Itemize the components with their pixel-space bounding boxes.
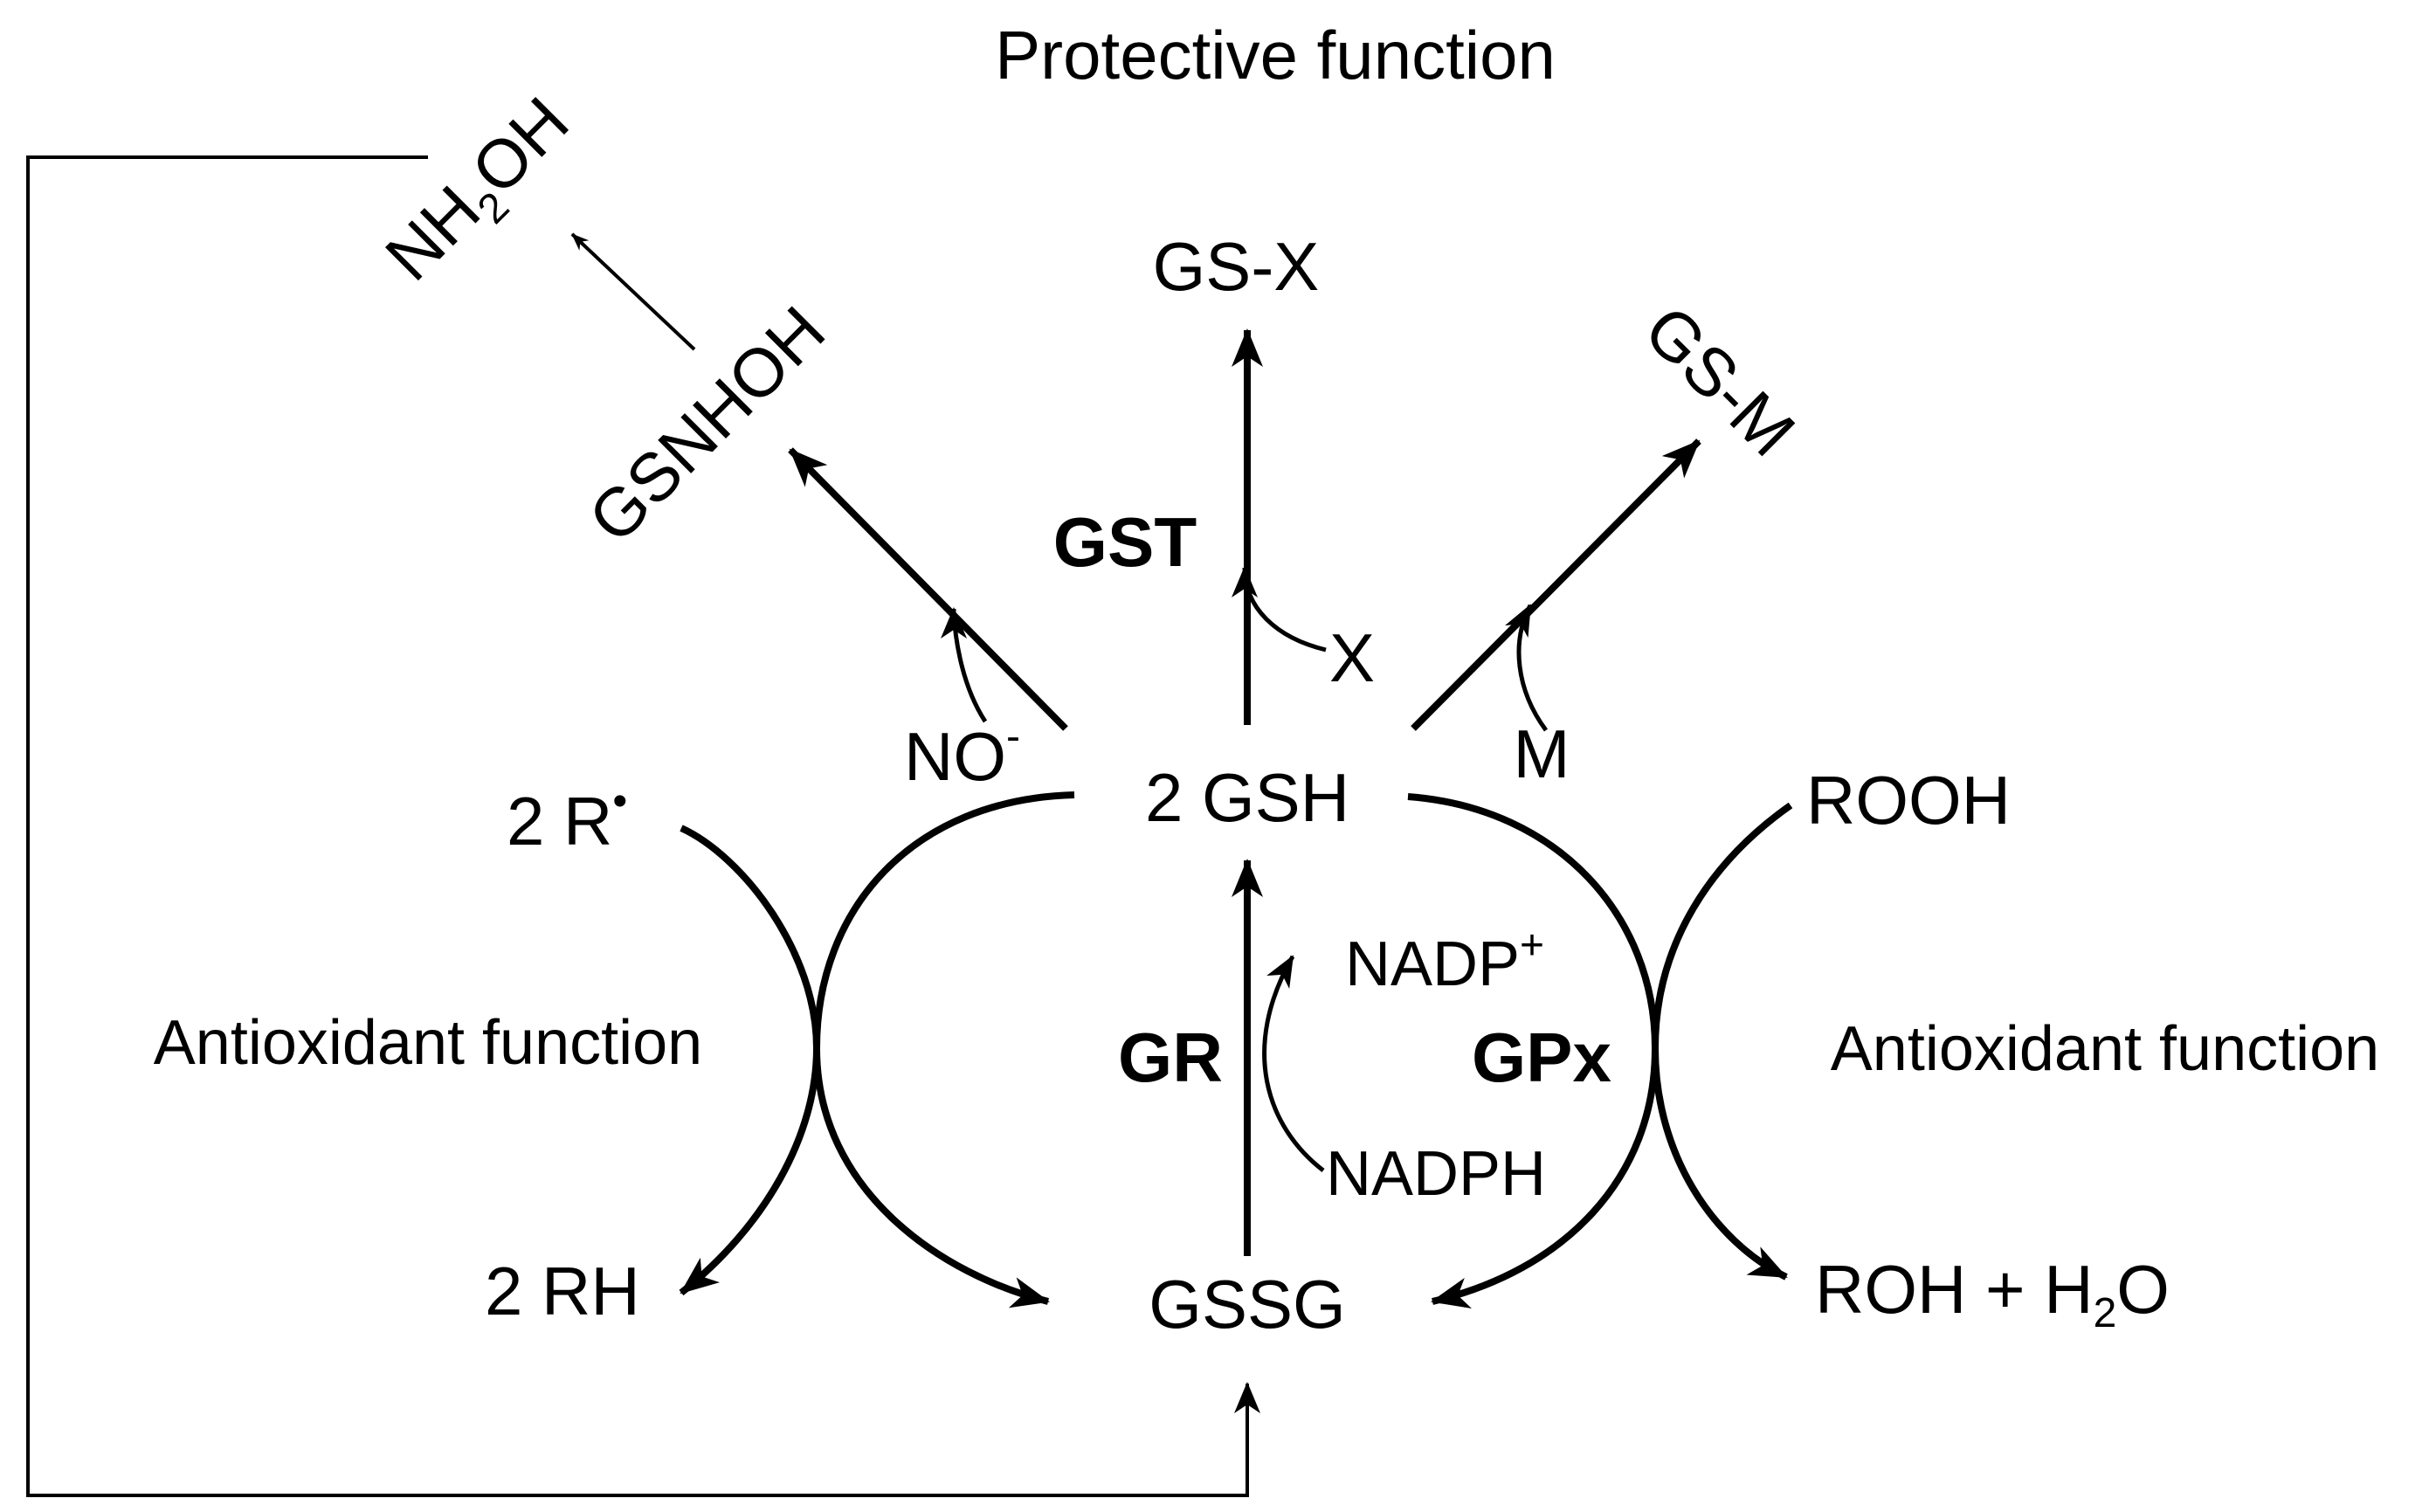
label-nadph: NADPH <box>1326 1139 1546 1209</box>
label-nadp: NADP+ <box>1345 922 1544 999</box>
arc-rooh-to-roh <box>1651 802 1793 1281</box>
label-gsm: GS-M <box>1630 291 1810 471</box>
label-rh: 2 RH <box>485 1253 640 1329</box>
label-rooh: ROOH <box>1806 762 2011 839</box>
feedback-loop <box>26 155 1260 1497</box>
arc-gsh-to-gssg-left <box>812 791 1075 1308</box>
label-gsx: GS-X <box>1153 228 1320 305</box>
label-nh2oh: NH2OH <box>370 82 590 302</box>
label-m: M <box>1514 715 1570 792</box>
arrow-no-input <box>941 607 988 723</box>
label-radical: 2 R• <box>507 778 627 860</box>
label-roh-water: ROH + H2O <box>1815 1251 2170 1336</box>
label-antioxidant-right: Antioxidant function <box>1831 1014 2379 1084</box>
arrow-gsnhoh-to-nh2oh <box>570 232 696 351</box>
arc-radical-to-rh <box>679 825 821 1296</box>
label-antioxidant-left: Antioxidant function <box>154 1008 702 1078</box>
label-x: X <box>1329 619 1375 696</box>
enzyme-gst: GST <box>1053 503 1197 581</box>
label-gssg: GSSG <box>1149 1266 1345 1343</box>
arrow-m-input <box>1504 604 1549 732</box>
enzyme-gr: GR <box>1118 1018 1223 1096</box>
arrow-gsh-to-gsnhoh <box>788 447 1068 731</box>
arrow-gsh-to-gsm <box>1411 438 1701 731</box>
label-gsnhoh: GSNHOH <box>574 292 839 557</box>
arrow-x-input <box>1232 566 1327 652</box>
enzyme-gpx: GPx <box>1472 1018 1611 1096</box>
title-protective-function: Protective function <box>995 17 1556 93</box>
label-no-anion: NO- <box>904 714 1020 795</box>
arrow-nadph-to-nadp <box>1262 955 1325 1172</box>
label-gsh: 2 GSH <box>1145 759 1349 836</box>
